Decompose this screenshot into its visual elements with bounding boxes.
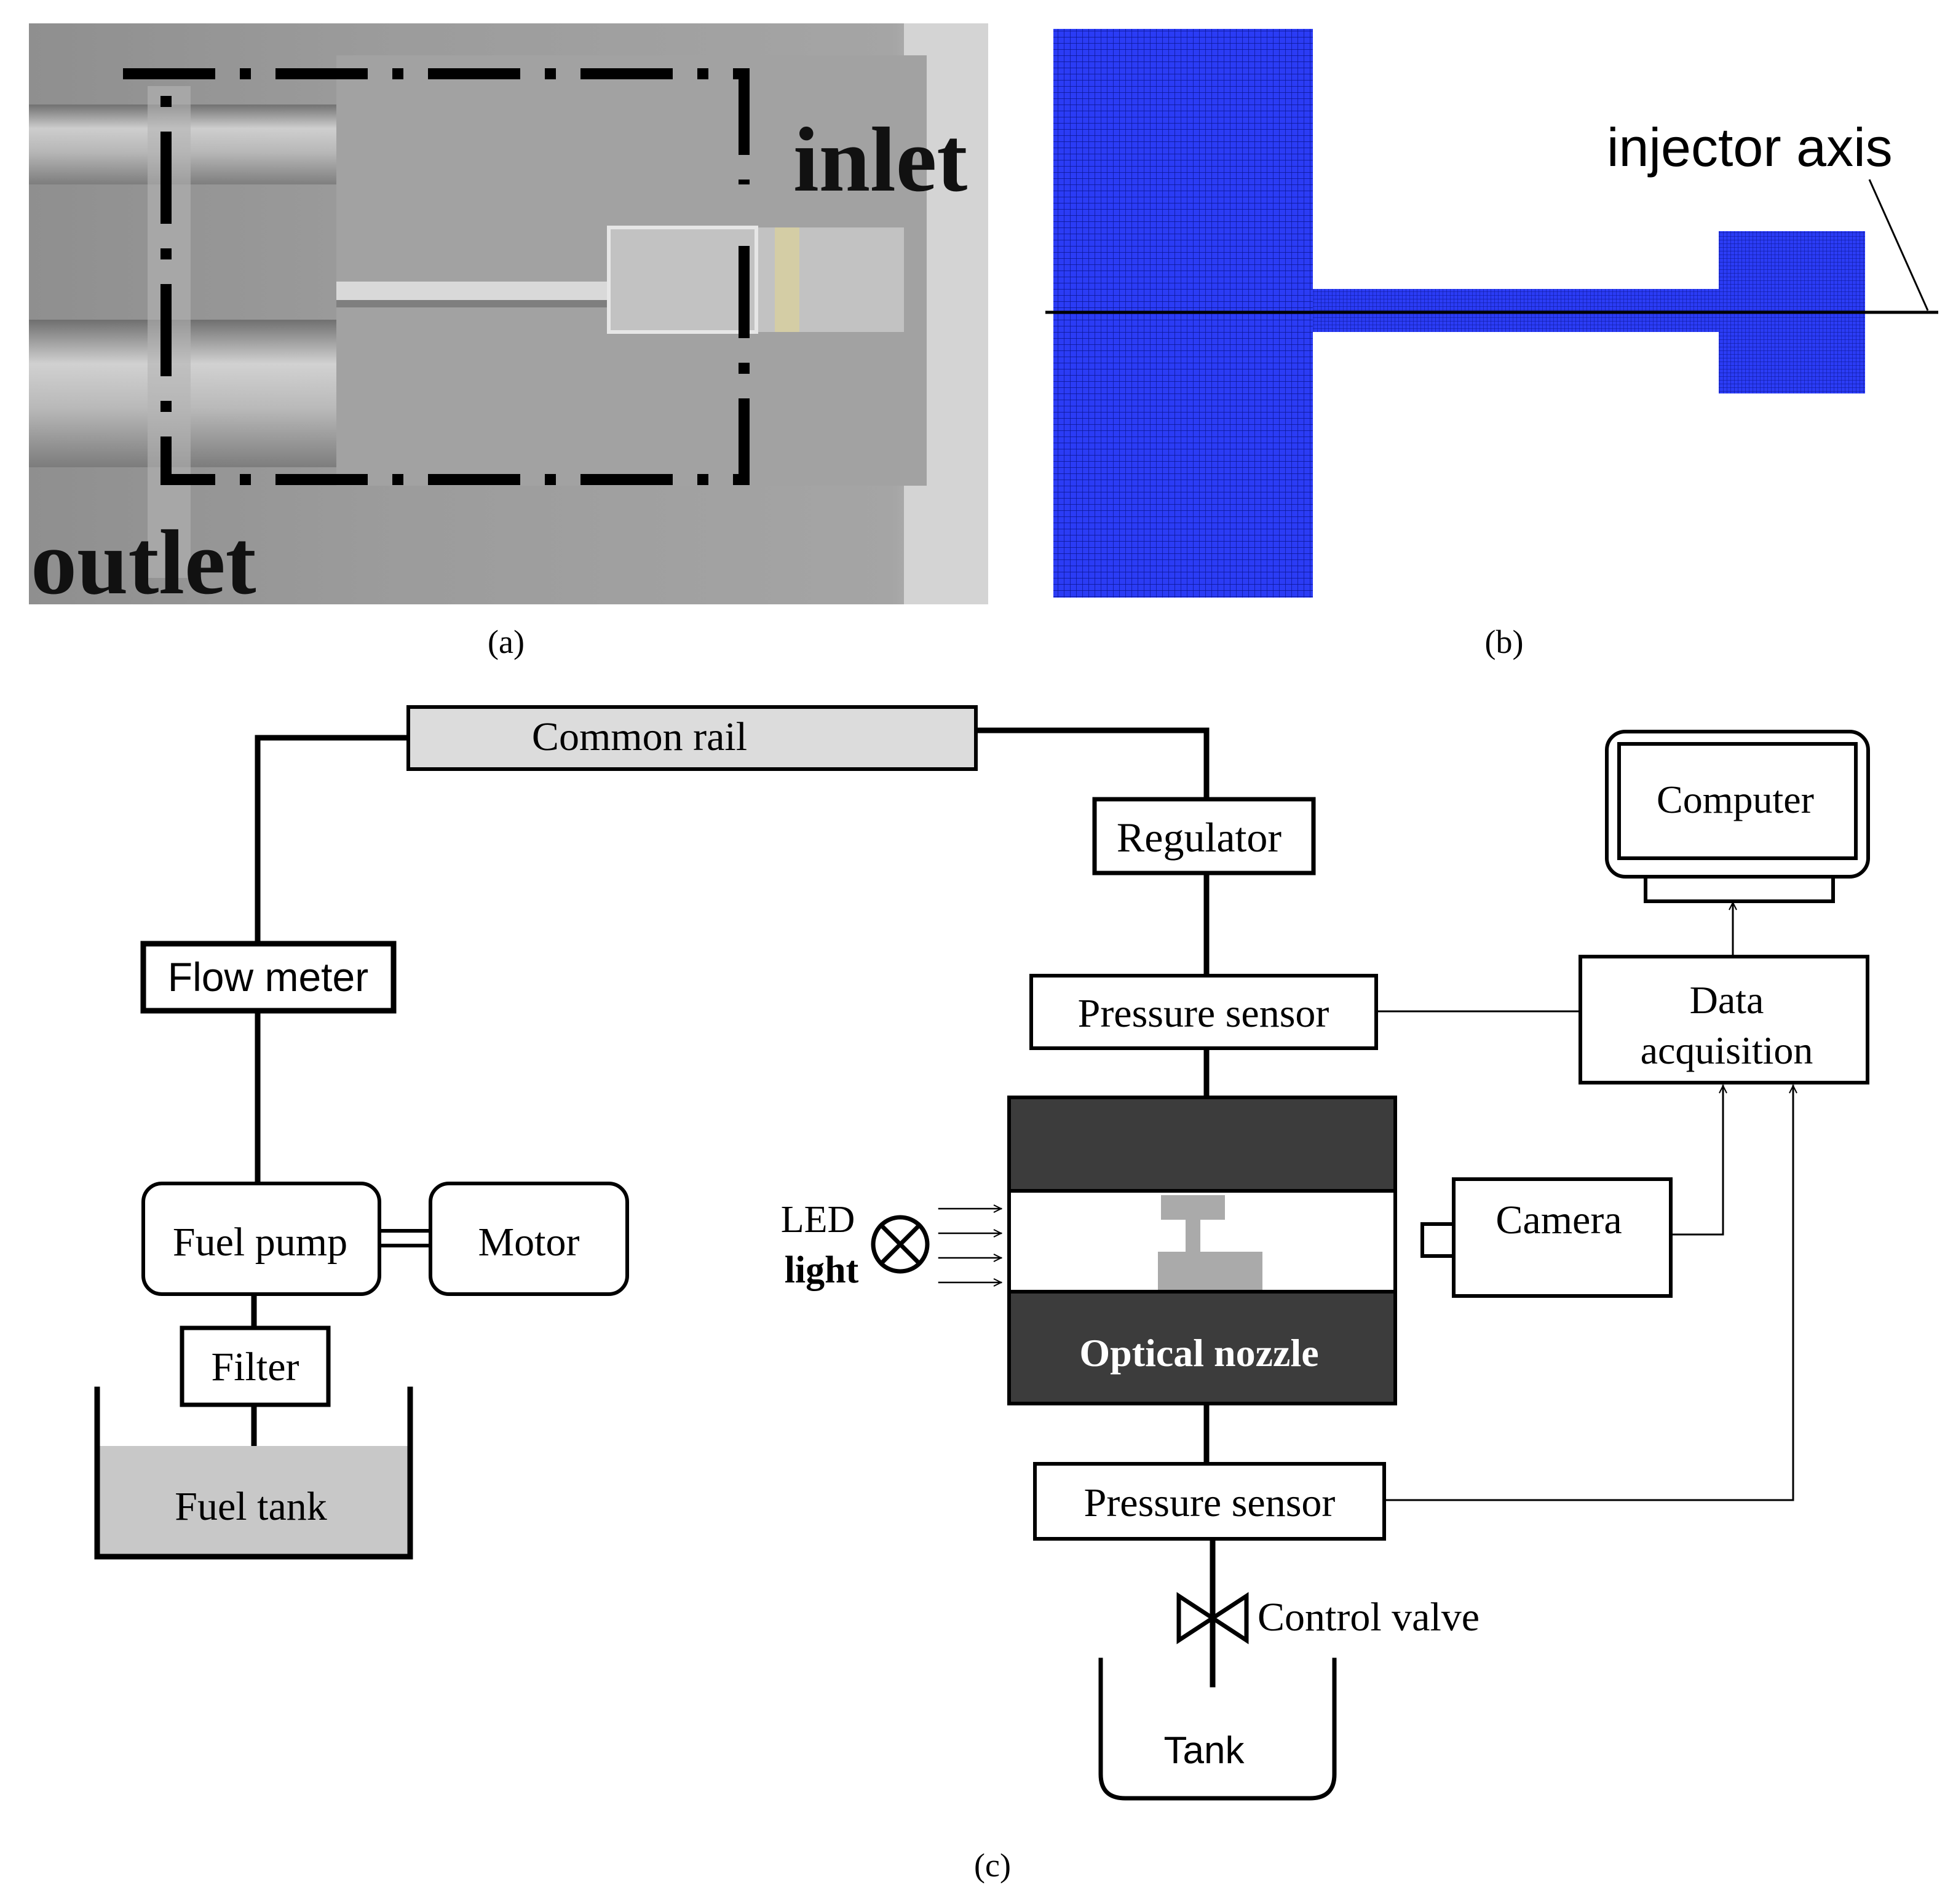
caption-a: (a) (488, 623, 525, 660)
mesh-orifice (1313, 289, 1719, 332)
fuel-tank-liquid (98, 1446, 409, 1557)
panel-b: injector axis (b) (1045, 29, 1938, 660)
filter-box (180, 1325, 331, 1407)
common-rail-label: Common rail (532, 714, 747, 759)
outlet-label: outlet (31, 512, 256, 614)
data-acquisition-box (1579, 955, 1869, 1084)
camera-body (1452, 1177, 1673, 1298)
fuel-pump-label: Fuel pump (173, 1220, 347, 1265)
inlet-tube-edge (607, 226, 758, 334)
data-acquisition-line1: Data (1690, 978, 1764, 1022)
panel-a: inlet outlet (a) (29, 23, 988, 660)
roi-frame-top (123, 68, 750, 184)
flow-meter-label: Flow meter (168, 954, 368, 1000)
roi-frame-bottom (160, 74, 750, 485)
nozzle-channel (336, 282, 607, 300)
camera-lens (1420, 1222, 1456, 1258)
inlet-seal (775, 227, 799, 332)
fuel-line-thick (251, 727, 1216, 1688)
regulator-box (1092, 797, 1316, 875)
pressure-sensor-top-label: Pressure sensor (1078, 991, 1329, 1036)
pressure-sensor-bottom-label: Pressure sensor (1084, 1480, 1336, 1525)
regulator-label: Regulator (1117, 814, 1282, 861)
data-acquisition-line2: acquisition (1641, 1029, 1813, 1072)
nozzle-inlet-block (1161, 1195, 1225, 1220)
valve-left-triangle (1176, 1592, 1217, 1645)
injector-axis-label: injector axis (1607, 117, 1893, 178)
signal-lines (1375, 903, 1793, 1501)
filter-label: Filter (212, 1345, 299, 1389)
computer-base (1644, 875, 1835, 903)
computer-icon: Computer (1605, 730, 1870, 903)
optical-nozzle-assembly: Optical nozzle (1007, 1096, 1397, 1405)
camera-label: Camera (1495, 1198, 1622, 1242)
axis-leader-line (1868, 179, 1929, 311)
caption-c: (c) (974, 1847, 1011, 1884)
nozzle-channel-edge (336, 300, 607, 307)
caption-b: (b) (1485, 623, 1524, 660)
panel-c: Common rail Regulator Flow meter Pressur… (94, 705, 1870, 1884)
led-label-line2: light (785, 1249, 859, 1291)
motor-box (429, 1182, 629, 1296)
optical-nozzle-label: Optical nozzle (1079, 1331, 1318, 1375)
pressure-sensor-bottom-box (1033, 1462, 1386, 1541)
lamp-cross-b (878, 1222, 922, 1266)
common-rail-box (406, 705, 978, 771)
led-label-line1: LED (781, 1199, 855, 1241)
fuel-tank-label: Fuel tank (175, 1484, 327, 1529)
fuel-pump-box (141, 1182, 381, 1296)
valve-right-triangle (1208, 1592, 1249, 1645)
computer-screen (1617, 742, 1858, 860)
tank-walls (1098, 1657, 1337, 1801)
signal-sensor2-to-daq (1383, 1086, 1793, 1501)
nozzle-orifice (1186, 1220, 1200, 1252)
control-valve-icon (1176, 1592, 1249, 1645)
camera-icon: Camera (1420, 1177, 1673, 1298)
fuel-tank-walls (94, 1386, 413, 1560)
nozzle-outlet-block (1158, 1252, 1262, 1290)
signal-camera-to-daq (1670, 1086, 1723, 1236)
tank-label: Tank (1164, 1729, 1245, 1772)
led-light: LED light (781, 1199, 1001, 1291)
motor-label: Motor (478, 1220, 580, 1265)
computer-label: Computer (1657, 778, 1814, 821)
light-rays (938, 1209, 1001, 1282)
inlet-label: inlet (793, 109, 967, 211)
pressure-sensor-top-box (1029, 974, 1378, 1050)
pipe-rail-to-regulator (973, 727, 1210, 802)
pipe-flowmeter-to-rail (255, 735, 411, 1187)
flow-meter-box (140, 941, 397, 1014)
control-valve-label: Control valve (1258, 1595, 1480, 1640)
